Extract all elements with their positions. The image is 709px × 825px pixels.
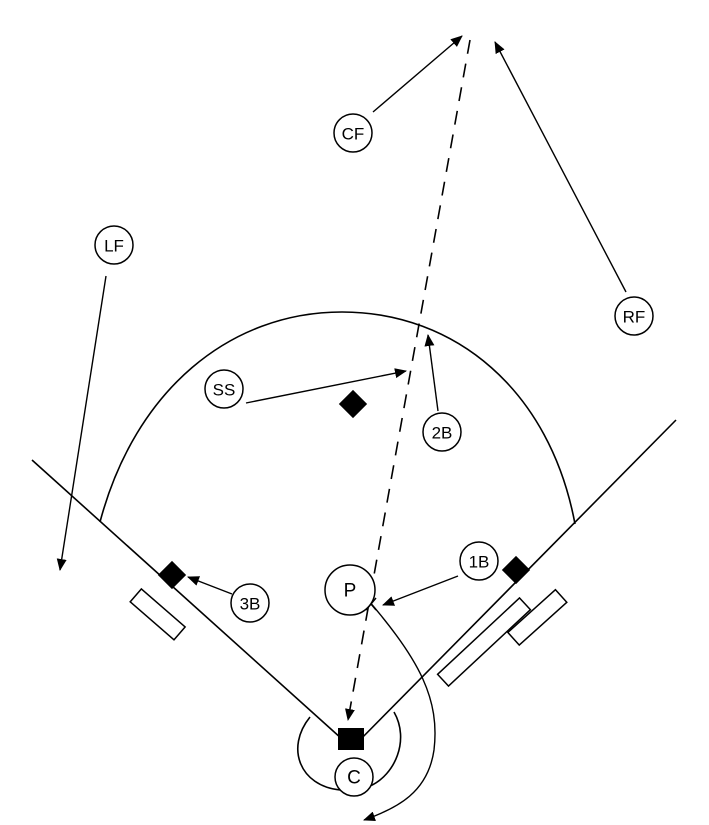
third-baseman: 3B	[230, 583, 270, 623]
cf-label: CF	[342, 125, 365, 144]
catcher: C	[334, 757, 374, 797]
first-base-bag	[501, 555, 531, 585]
third-base-bag	[157, 560, 187, 590]
first-base-runner-lane	[436, 596, 532, 688]
pitcher: P	[324, 564, 376, 616]
home-plate	[338, 728, 364, 750]
ball-path-dashed	[345, 39, 471, 721]
cf-arrow	[372, 35, 463, 113]
first-base-foul-line	[351, 419, 677, 749]
third-base-foul-line	[31, 459, 353, 749]
first-base-coach-box	[506, 588, 568, 647]
catcher-box-left-arc	[297, 716, 341, 791]
second-baseman: 2B	[422, 412, 462, 452]
first-base-label: 1B	[469, 553, 490, 572]
ss-arrow	[245, 368, 407, 404]
shortstop: SS	[204, 369, 244, 409]
pitcher-backup-route	[363, 599, 436, 822]
first-baseman: 1B	[459, 541, 499, 581]
right-fielder: RF	[614, 296, 654, 336]
second-base-arrow	[424, 334, 439, 412]
first-base-arrow	[382, 575, 459, 606]
third-base-coach-box	[129, 587, 187, 641]
left-fielder: LF	[94, 225, 134, 265]
pitcher-label: P	[344, 581, 357, 602]
lf-label: LF	[104, 237, 124, 256]
third-base-label: 3B	[240, 595, 261, 614]
third-base-arrow	[187, 576, 233, 595]
ss-label: SS	[213, 381, 236, 400]
catcher-box-right-arc	[369, 711, 402, 787]
center-fielder: CF	[333, 113, 373, 153]
lf-arrow	[56, 275, 107, 571]
infield-arc	[99, 311, 576, 525]
rf-label: RF	[623, 308, 646, 327]
rf-arrow	[494, 41, 627, 293]
second-base-bag	[338, 389, 368, 419]
catcher-label: C	[347, 768, 361, 789]
second-base-label: 2B	[432, 424, 453, 443]
